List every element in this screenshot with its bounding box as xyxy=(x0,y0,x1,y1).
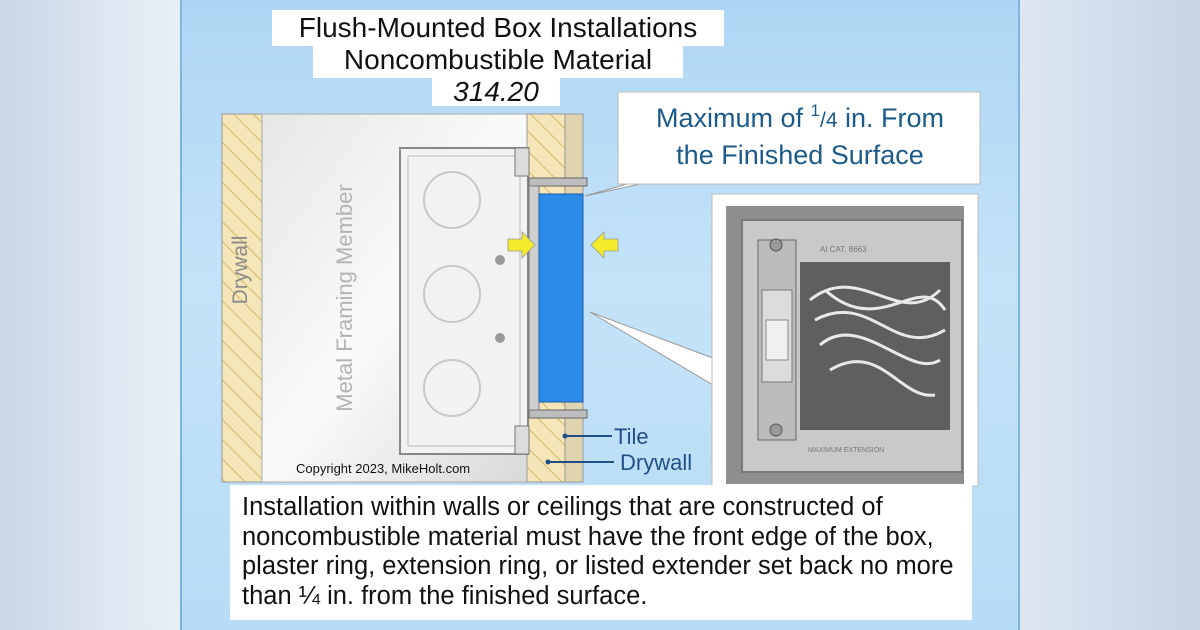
photo-box-opening xyxy=(800,262,950,430)
copyright-text: Copyright 2023, MikeHolt.com xyxy=(296,461,471,476)
outlet-box xyxy=(399,147,529,455)
code-reference: 314.20 xyxy=(432,74,560,107)
mounting-ear-top xyxy=(514,147,530,177)
drywall-right-label: Drywall xyxy=(620,450,693,475)
photo-box-note: MAXIMUM EXTENSION xyxy=(808,447,884,454)
knockout-top xyxy=(423,171,481,229)
tile-leader-dot xyxy=(562,433,568,439)
arrow-left-icon xyxy=(590,231,619,259)
title-line2: Noncombustible Material xyxy=(313,42,683,78)
callout-text: Maximum of 1/4 in. From the Finished Sur… xyxy=(655,101,945,170)
screw-hole-top xyxy=(495,255,505,265)
knockout-middle xyxy=(423,265,481,323)
metal-framing-label: Metal Framing Member xyxy=(332,184,357,412)
screw-hole-bottom xyxy=(495,333,505,343)
screw-top xyxy=(528,177,588,187)
outlet-box-inner xyxy=(407,155,521,447)
photo-switch-toggle xyxy=(765,319,789,361)
title-line1: Flush-Mounted Box Installations xyxy=(272,10,724,46)
callout-box xyxy=(617,91,981,185)
knockout-bottom xyxy=(423,359,481,417)
photo-box-code: AI CAT. 8663 xyxy=(820,245,867,254)
photo-screw-bottom xyxy=(769,423,783,437)
drywall-left-section xyxy=(221,113,263,483)
tile-label: Tile xyxy=(614,424,649,449)
arrow-right-icon xyxy=(507,231,536,259)
description-text: Installation within walls or ceilings th… xyxy=(230,485,972,620)
drywall-leader-dot xyxy=(545,459,551,465)
mounting-ear-bottom xyxy=(514,425,530,455)
drywall-left-label: Drywall xyxy=(229,235,252,305)
extender-ring xyxy=(528,185,540,411)
photo-screw-top xyxy=(769,238,783,252)
finished-surface-blue xyxy=(538,193,584,403)
photo-wires xyxy=(809,285,947,397)
screw-bottom xyxy=(528,409,588,419)
photo-pointer xyxy=(589,311,719,389)
